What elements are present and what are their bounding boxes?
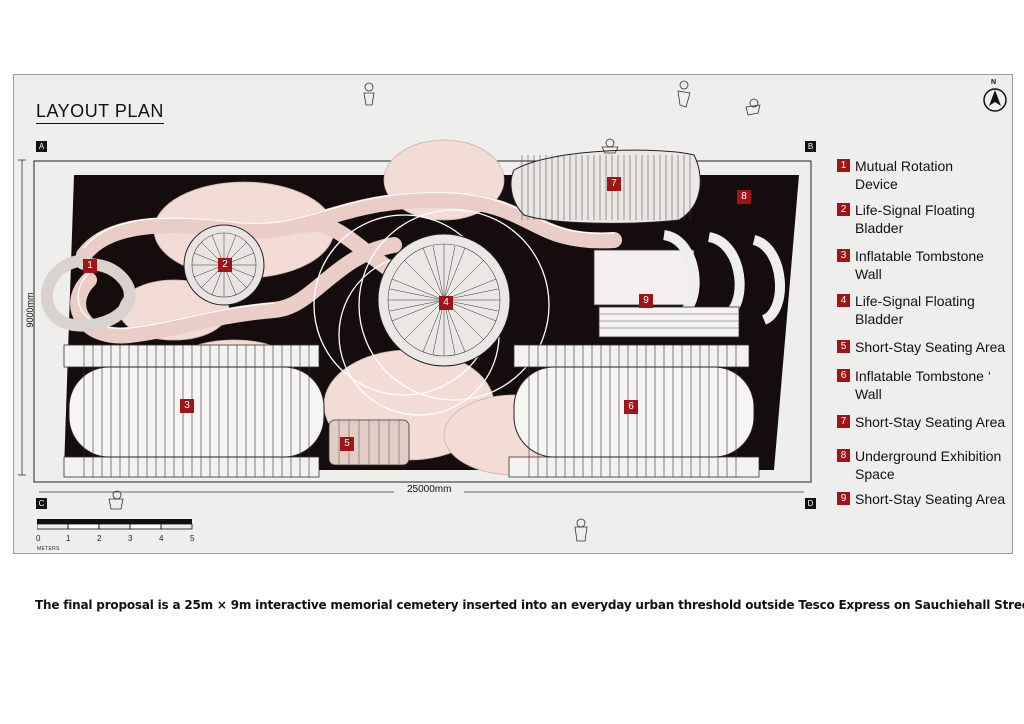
pedestrian-figures (108, 80, 761, 542)
corner-a: A (36, 141, 47, 152)
legend-num-8: 8 (837, 449, 850, 462)
north-arrow-icon (983, 88, 1007, 112)
scale-tick-2: 2 (97, 534, 102, 543)
legend-text-8a: Underground Exhibition (855, 448, 1002, 464)
legend-text-9a: Short-Stay Seating Area (855, 491, 1006, 507)
legend-text-6b: Wall (855, 386, 882, 402)
plan-drawing (18, 80, 812, 542)
corner-b: B (805, 141, 816, 152)
legend-text-7a: Short-Stay Seating Area (855, 414, 1006, 430)
scale-tick-5: 5 (190, 534, 195, 543)
legend-num-5: 5 (837, 340, 850, 353)
legend-num-1: 1 (837, 159, 850, 172)
legend-text-8b: Space (855, 466, 895, 482)
plan-marker-9: 9 (639, 294, 653, 308)
tombstone-wall-3 (63, 344, 325, 478)
legend-num-6: 6 (837, 369, 850, 382)
plan-marker-7: 7 (607, 177, 621, 191)
legend-text-4b: Bladder (855, 311, 904, 327)
legend-text-2b: Bladder (855, 220, 904, 236)
legend-text-1a: Mutual Rotation (855, 158, 954, 174)
legend-text-3a: Inflatable Tombstone (855, 248, 984, 264)
north-label: N (991, 79, 997, 86)
width-dimension: 25000mm (407, 484, 452, 495)
legend-num-2: 2 (837, 203, 850, 216)
corner-d: D (805, 498, 816, 509)
plan-marker-4: 4 (439, 296, 453, 310)
mutual-rotation-device (41, 254, 136, 332)
legend-num-4: 4 (837, 294, 850, 307)
legend-text-4a: Life-Signal Floating (855, 293, 975, 309)
scale-tick-0: 0 (36, 534, 41, 543)
scale-tick-4: 4 (159, 534, 164, 543)
plan-marker-8: 8 (737, 190, 751, 204)
legend-num-9: 9 (837, 492, 850, 505)
legend-text-2a: Life-Signal Floating (855, 202, 975, 218)
legend-num-7: 7 (837, 415, 850, 428)
seating-area-7 (510, 149, 701, 224)
scale-bar (37, 519, 193, 530)
plan-marker-3: 3 (180, 399, 194, 413)
layout-plan-panel: LAYOUT PLAN (13, 74, 1013, 554)
scale-unit: METERS (37, 546, 60, 552)
scale-tick-1: 1 (66, 534, 71, 543)
scale-tick-3: 3 (128, 534, 133, 543)
plan-marker-5: 5 (340, 437, 354, 451)
legend-text-3b: Wall (855, 266, 882, 282)
caption: The final proposal is a 25m × 9m interac… (35, 598, 1024, 612)
plan-title: LAYOUT PLAN (36, 101, 164, 124)
seating-area-5 (328, 419, 410, 466)
legend-text-6a: Inflatable Tombstone ‘ (855, 368, 991, 384)
corner-c: C (36, 498, 47, 509)
plan-marker-1: 1 (83, 259, 97, 273)
depth-dimension: 9000mm (25, 292, 35, 328)
plan-marker-2: 2 (218, 258, 232, 272)
legend-num-3: 3 (837, 249, 850, 262)
legend-text-1b: Device (855, 176, 898, 192)
legend-text-5a: Short-Stay Seating Area (855, 339, 1006, 355)
dimension-lines (18, 159, 804, 493)
plan-marker-6: 6 (624, 400, 638, 414)
